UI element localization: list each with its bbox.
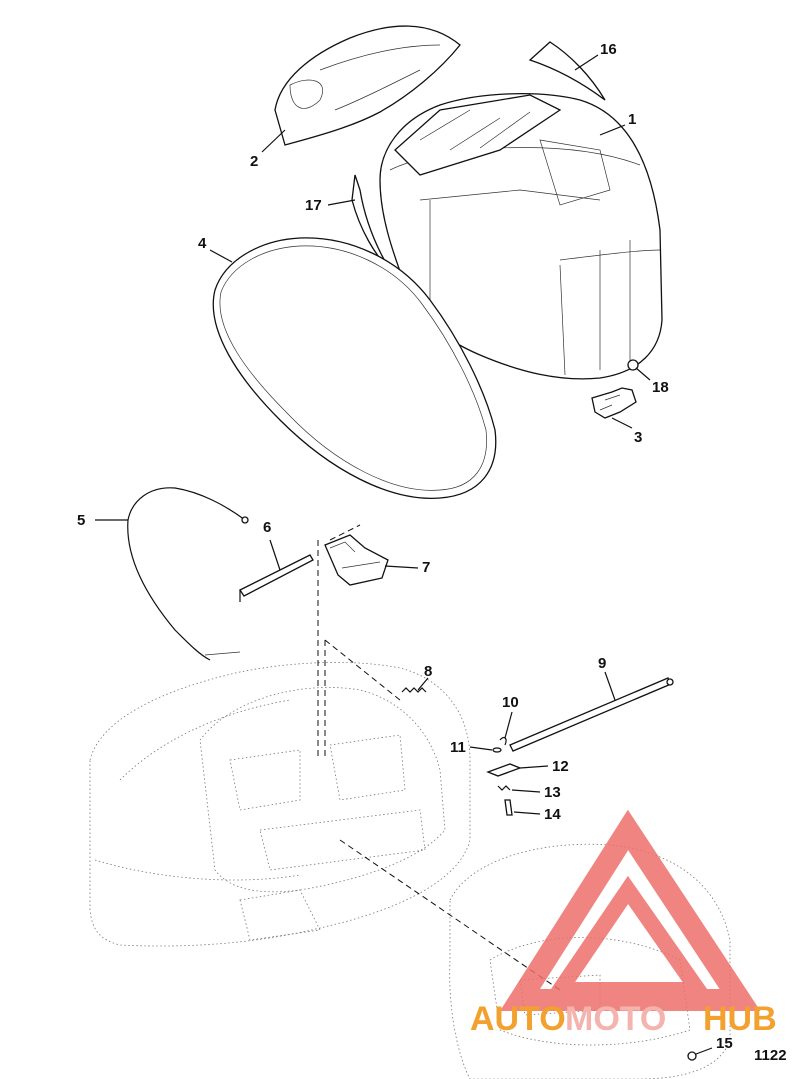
callout-12: 12 — [519, 758, 569, 775]
callout-label-3: 3 — [634, 429, 642, 446]
callout-6: 6 — [263, 519, 281, 571]
callout-label-14: 14 — [544, 806, 561, 823]
watermark-text-moto: MOTO — [565, 1000, 666, 1038]
callout-label-17: 17 — [305, 197, 322, 214]
spring-part-13 — [497, 785, 511, 791]
callout-label-7: 7 — [422, 559, 430, 576]
spring-part-8 — [401, 687, 427, 693]
callout-15: 15 — [716, 1035, 733, 1052]
rod-part-6 — [239, 554, 314, 602]
callout-label-4: 4 — [198, 235, 207, 252]
callout-11: 11 — [450, 739, 493, 756]
callout-1: 1 — [599, 111, 636, 136]
rod-part-9 — [509, 677, 674, 752]
screw-part-15 — [687, 1047, 713, 1061]
seal-part-4 — [212, 237, 497, 499]
callout-label-16: 16 — [600, 41, 617, 58]
watermark-text-hub: HUB — [703, 1000, 777, 1038]
assembly-lines — [317, 524, 561, 991]
callout-label-10: 10 — [502, 694, 519, 711]
bracket-part-3 — [591, 387, 637, 419]
callout-7: 7 — [384, 559, 430, 576]
top-cowl-part-1 — [379, 93, 663, 380]
callout-18: 18 — [635, 367, 669, 396]
callout-14: 14 — [513, 806, 561, 823]
lever-part-12 — [486, 763, 522, 777]
callout-label-6: 6 — [263, 519, 271, 536]
watermark-text-auto: AUTO — [470, 1000, 566, 1038]
nut-part-18 — [627, 359, 639, 371]
watermark-logo — [499, 809, 761, 1011]
watermark-text: AUTO MOTO HUB — [470, 1000, 777, 1038]
watermark-triangle-inner — [544, 875, 714, 998]
front-cover-part-2 — [274, 25, 461, 146]
callout-9: 9 — [598, 655, 616, 701]
callout-label-1: 1 — [628, 111, 636, 128]
callout-label-5: 5 — [77, 512, 85, 529]
callout-16: 16 — [574, 41, 617, 71]
callout-2: 2 — [250, 129, 286, 170]
callout-label-12: 12 — [552, 758, 569, 775]
callout-13: 13 — [511, 784, 561, 801]
decal-part-16 — [528, 41, 606, 101]
handle-part-7 — [324, 534, 389, 586]
callout-8: 8 — [417, 663, 432, 691]
washer-part-11 — [492, 747, 502, 753]
callout-label-8: 8 — [424, 663, 432, 680]
callout-label-9: 9 — [598, 655, 606, 672]
watermark-triangle-outer — [499, 809, 761, 1011]
callout-4: 4 — [198, 235, 233, 263]
callout-5: 5 — [77, 512, 128, 529]
callout-label-13: 13 — [544, 784, 561, 801]
figure-number: 1122 — [754, 1047, 787, 1064]
clip-part-10 — [499, 736, 507, 746]
pin-part-14 — [504, 799, 513, 816]
callout-10: 10 — [502, 694, 519, 739]
callout-label-11: 11 — [450, 739, 466, 756]
callout-label-2: 2 — [250, 153, 258, 170]
callout-3: 3 — [611, 417, 642, 446]
callout-17: 17 — [305, 197, 356, 214]
callout-label-15: 15 — [716, 1035, 733, 1052]
callout-label-18: 18 — [652, 379, 669, 396]
lower-cowl-ghost — [89, 662, 471, 947]
cable-part-5 — [127, 487, 249, 661]
